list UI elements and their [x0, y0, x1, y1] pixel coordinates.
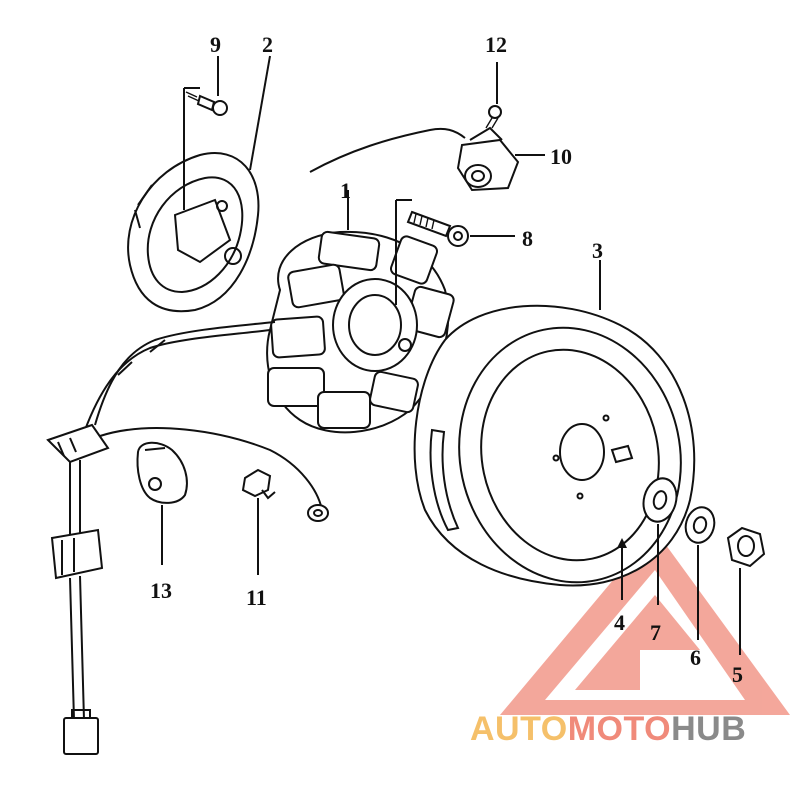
watermark-brand-auto: AUTO: [470, 710, 568, 748]
part-5-nut: [726, 526, 766, 568]
callout-13: 13: [150, 578, 172, 603]
watermark-brand-text: AUTOMOTOHUB: [470, 710, 746, 748]
part-10-pulse-sensor: [456, 126, 520, 192]
callout-8: 8: [522, 226, 533, 251]
callout-11: 11: [246, 585, 267, 610]
sensor-wire: [309, 127, 466, 173]
part-7-washer: [642, 477, 678, 523]
watermark-brand-hub: HUB: [671, 710, 746, 748]
callout-9: 9: [210, 32, 221, 57]
part-8-bolt: [406, 210, 469, 247]
callout-6: 6: [690, 645, 701, 670]
callout-2: 2: [262, 32, 273, 57]
callout-5: 5: [732, 662, 743, 687]
wire-harness: [46, 321, 329, 755]
callout-4: 4: [614, 610, 625, 635]
watermark-brand-moto: MOTO: [568, 710, 671, 748]
part-2-base-plate: [127, 152, 260, 313]
callout-3: 3: [592, 238, 603, 263]
part-6-lock-washer: [684, 506, 716, 544]
part-12-screw: [485, 105, 502, 129]
callout-7: 7: [650, 620, 661, 645]
part-9-screw: [185, 91, 228, 116]
callout-10: 10: [550, 144, 572, 169]
part-11-bolt: [241, 468, 276, 500]
leader-4-arrow: [617, 538, 627, 548]
part-3-flywheel: [413, 304, 696, 587]
callout-12: 12: [485, 32, 507, 57]
callout-1: 1: [340, 178, 351, 203]
watermark-logo: [500, 530, 790, 715]
leader-2: [249, 55, 271, 171]
watermark-triangle-mark: [575, 595, 700, 690]
part-13-bracket: [136, 441, 188, 504]
